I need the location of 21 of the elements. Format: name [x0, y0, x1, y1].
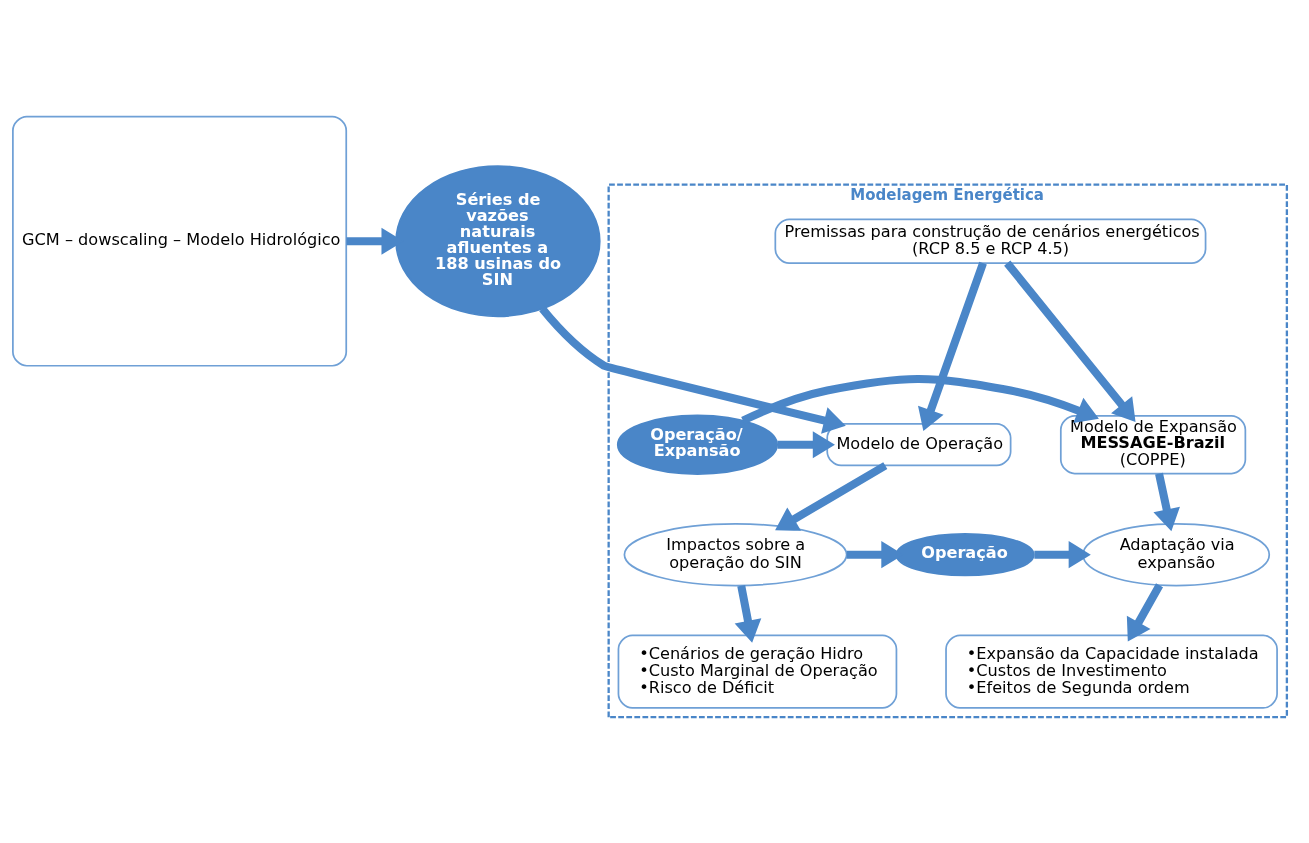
- node-ellipse: Adaptação via expansão: [1082, 522, 1271, 587]
- arrow: [918, 261, 987, 432]
- node-box: GCM – dowscaling – Modelo Hidrológico: [12, 115, 348, 367]
- arrow: [775, 462, 888, 531]
- arrow: [539, 306, 846, 434]
- node-ellipse: Operação/ Expansão: [616, 414, 779, 475]
- arrow: [734, 584, 762, 643]
- node-ellipse: Impactos sobre a operação do SIN: [623, 522, 848, 587]
- arrow: [777, 431, 835, 459]
- node-box: Modelo de Operação: [826, 423, 1012, 467]
- arrow: [741, 375, 1099, 425]
- arrow: [1126, 583, 1164, 642]
- node-ellipse: Séries de vazões naturais afluentes a 188 usinas do SIN: [395, 165, 601, 318]
- node-ellipse: Operação: [895, 533, 1035, 577]
- node-box: Modelo de Expansão MESSAGE-Brazil (COPPE): [1059, 415, 1247, 475]
- arrow: [1153, 472, 1180, 532]
- arrow: [1034, 541, 1091, 569]
- node-box: •Cenários de geração Hidro •Custo Marginal de Operação •Risco de Déficit: [617, 634, 898, 709]
- node-box: •Expansão da Capacidade instalada •Custos de Investimento •Efeitos de Segunda ordem: [945, 634, 1278, 709]
- node-box: Premissas para construção de cenários energéticos (RCP 8.5 e RCP 4.5): [774, 218, 1207, 264]
- arrow: [1004, 260, 1136, 422]
